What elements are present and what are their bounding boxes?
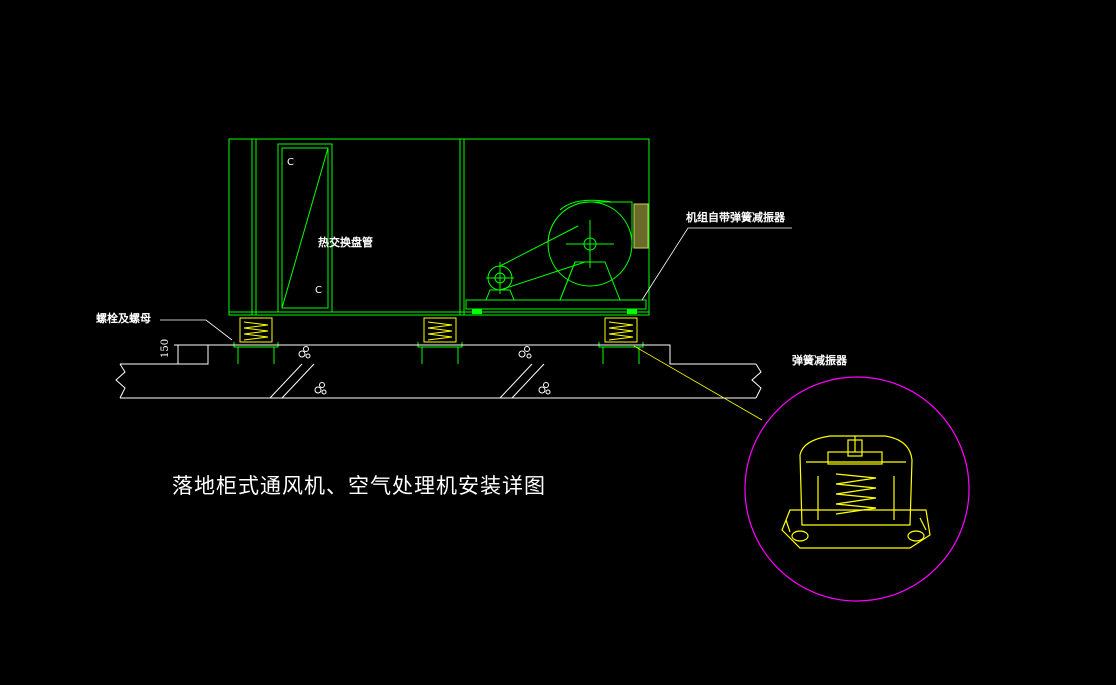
coil-label: 热交换盘管 — [318, 236, 373, 249]
spring-isolator-right — [604, 317, 638, 343]
dimension-150-label: 150 — [160, 338, 171, 358]
fan-assembly — [465, 199, 647, 310]
fan-filter-mesh — [633, 203, 649, 249]
unit-internal-isolator-right — [627, 309, 637, 314]
bolt-nut-label: 螺栓及螺母 — [96, 312, 151, 325]
detail-circle — [744, 376, 970, 602]
spring-isolators — [239, 317, 638, 343]
coil-mark-top: C — [287, 157, 294, 168]
unit-vibration-isolator-label: 机组自带弹簧减振器 — [686, 211, 785, 224]
spring-isolator-left — [239, 317, 273, 343]
heat-exchange-coil — [277, 143, 333, 313]
spring-isolator-label: 弹簧减振器 — [792, 354, 847, 367]
coil-mark-bottom: C — [315, 285, 322, 296]
drawing-title: 落地柜式通风机、空气处理机安装详图 — [172, 474, 546, 498]
unit-internal-isolator-left — [472, 309, 482, 314]
spring-isolator-detail — [781, 435, 931, 549]
concrete-base — [115, 344, 762, 399]
detail-leader — [633, 345, 763, 421]
leader-lines — [160, 227, 792, 341]
spring-isolator-middle — [423, 317, 457, 343]
